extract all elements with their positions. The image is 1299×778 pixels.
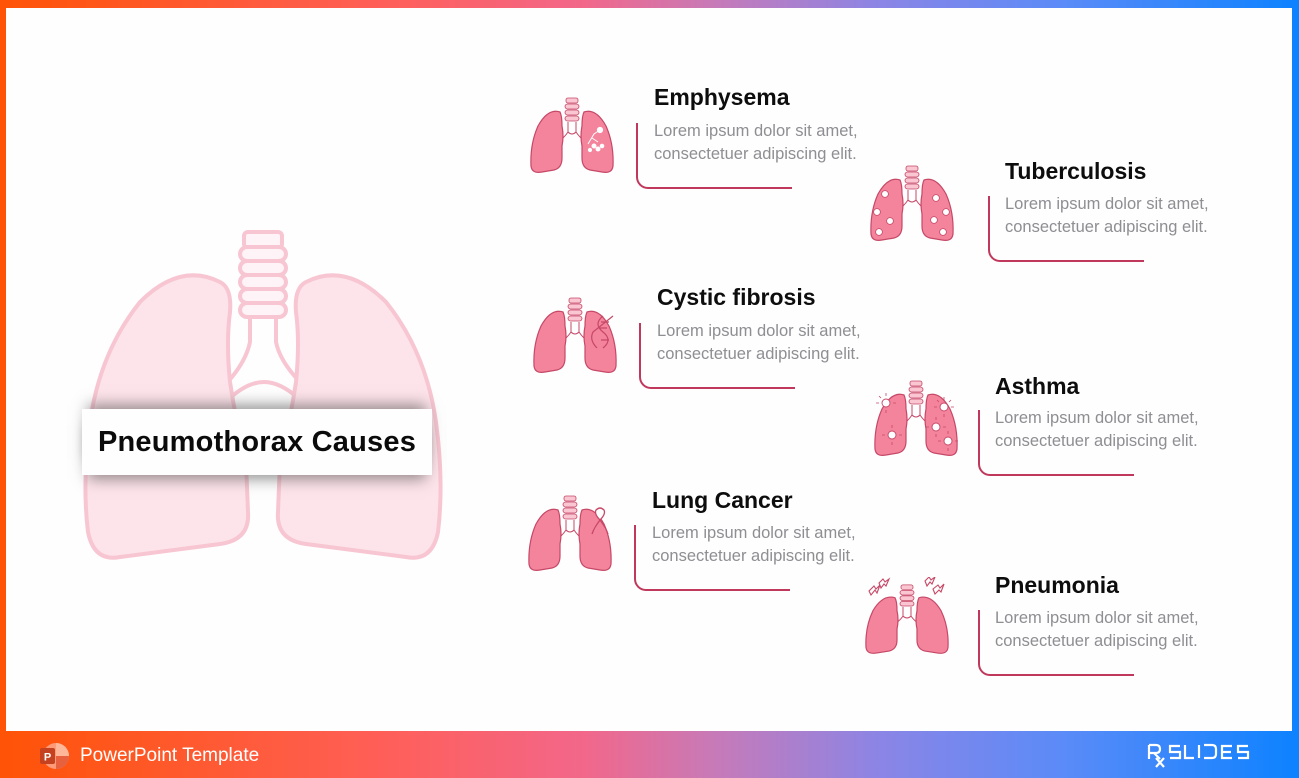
accent-bracket <box>978 610 1134 676</box>
cause-description-line2: consectetuer adipiscing elit. <box>657 345 860 363</box>
rxslides-logo <box>1147 743 1250 768</box>
slide-canvas: Pneumothorax Causes Emphysema Lorem ipsu… <box>6 8 1292 731</box>
cause-description-line2: consectetuer adipiscing elit. <box>1005 218 1208 236</box>
cause-description-line2: consectetuer adipiscing elit. <box>995 432 1198 450</box>
cause-description-line2: consectetuer adipiscing elit. <box>654 145 857 163</box>
lungs-emphysema-icon <box>530 97 614 173</box>
cause-title: Tuberculosis <box>1005 158 1147 184</box>
accent-bracket <box>634 525 790 591</box>
svg-text:P: P <box>44 752 51 764</box>
footer-label: PowerPoint Template <box>80 745 260 766</box>
hero-lungs-illustration: Pneumothorax Causes <box>80 222 450 567</box>
title-banner: Pneumothorax Causes <box>82 409 432 475</box>
accent-bracket <box>636 123 792 189</box>
cause-title: Cystic fibrosis <box>657 284 816 310</box>
lungs-cancer-ribbon-icon <box>528 495 612 572</box>
cause-description-line1: Lorem ipsum dolor sit amet, <box>652 524 856 542</box>
cause-description-line2: consectetuer adipiscing elit. <box>652 547 855 565</box>
lungs-dna-icon <box>533 297 617 373</box>
cause-title: Emphysema <box>654 84 790 110</box>
powerpoint-icon: P <box>40 743 69 769</box>
footer-template-label: P PowerPoint Template <box>38 742 259 770</box>
lungs-icon <box>83 230 443 560</box>
accent-bracket <box>639 323 795 389</box>
cause-title: Pneumonia <box>995 572 1119 598</box>
lungs-pneumonia-icon <box>865 577 949 654</box>
lungs-tuberculosis-icon <box>870 165 954 241</box>
page-title: Pneumothorax Causes <box>97 425 417 458</box>
lungs-asthma-icon <box>874 380 958 456</box>
cause-description-line1: Lorem ipsum dolor sit amet, <box>995 609 1199 627</box>
cause-title: Lung Cancer <box>652 487 793 513</box>
cause-title: Asthma <box>995 373 1080 399</box>
cause-description-line1: Lorem ipsum dolor sit amet, <box>654 122 858 140</box>
cause-description-line1: Lorem ipsum dolor sit amet, <box>1005 195 1209 213</box>
accent-bracket <box>988 196 1144 262</box>
cause-description-line1: Lorem ipsum dolor sit amet, <box>657 322 861 340</box>
accent-bracket <box>978 410 1134 476</box>
cause-description-line1: Lorem ipsum dolor sit amet, <box>995 409 1199 427</box>
cause-description-line2: consectetuer adipiscing elit. <box>995 632 1198 650</box>
